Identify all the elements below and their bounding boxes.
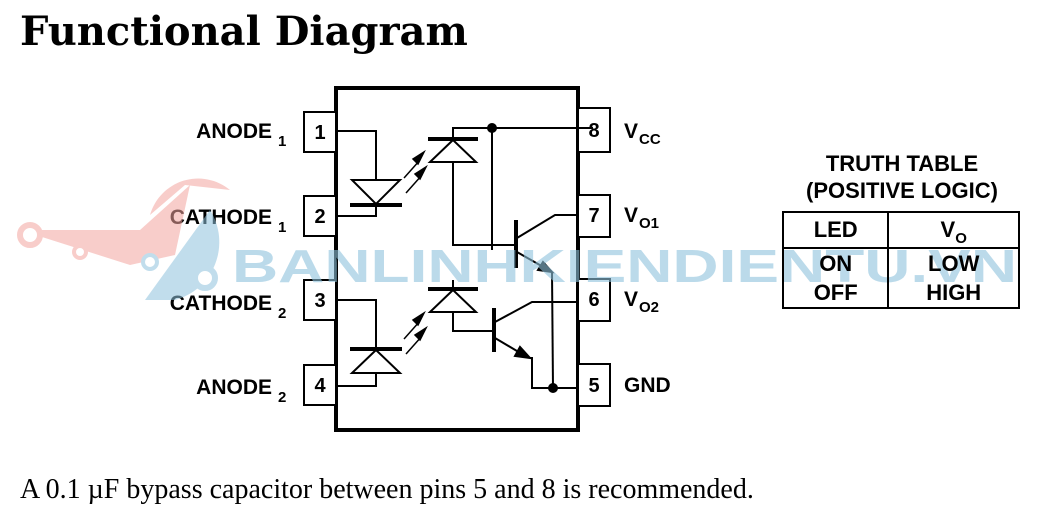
led-2 [336, 299, 403, 387]
photodiode-1 [427, 127, 593, 246]
pin-3-label: CATHODE [170, 292, 272, 315]
led-1 [336, 130, 403, 217]
cell-led: OFF [781, 278, 890, 309]
pin-1-subscript: 1 [278, 133, 286, 150]
cell-led: ON [781, 248, 890, 278]
pin-8: 8 [577, 107, 611, 153]
header-vo-main: V [940, 217, 956, 242]
header-vo: VO [887, 211, 1020, 249]
pin-2: 2 [303, 195, 337, 237]
table-row: ON LOW [781, 248, 1020, 278]
pin-2-label: CATHODE [170, 206, 272, 229]
pin-4-subscript: 2 [278, 389, 286, 406]
light-arrows-1 [403, 149, 428, 194]
page-title: Functional Diagram [20, 8, 468, 55]
pin-3-number: 3 [314, 290, 325, 312]
junction-gnd [548, 383, 558, 393]
photodiode-2 [427, 280, 494, 332]
pin-7-subscript: O1 [639, 215, 659, 232]
pin-4-label: ANODE [196, 376, 272, 399]
pin-1: 1 [303, 111, 337, 153]
pin-7: 7 [577, 194, 611, 238]
truth-table-header: LED VO [781, 211, 1020, 249]
pin-7-number: 7 [588, 205, 599, 227]
light-arrows-2 [403, 310, 428, 355]
pin-1-label: ANODE [196, 120, 272, 143]
pin-7-label: V [624, 204, 638, 227]
pin-4-number: 4 [314, 375, 326, 397]
pin-8-label: V [624, 120, 638, 143]
pin-5: 5 [577, 363, 611, 407]
truth-table: LED VO ON LOW OFF HIGH [781, 211, 1020, 309]
pin-5-label: GND [624, 374, 671, 397]
pin-6-number: 6 [588, 289, 599, 311]
truth-table-title: TRUTH TABLE (POSITIVE LOGIC) [782, 150, 1022, 204]
header-vo-subscript: O [955, 230, 967, 247]
transistor-1 [514, 214, 578, 389]
pin-2-number: 2 [314, 206, 325, 228]
pin-8-subscript: CC [639, 131, 661, 148]
pin-2-subscript: 1 [278, 219, 286, 236]
cell-vo: LOW [887, 248, 1020, 278]
pin-8-number: 8 [588, 120, 599, 142]
pin-3: 3 [303, 279, 337, 321]
ic-package-outline [334, 86, 580, 432]
pin-6-label: V [624, 288, 638, 311]
truth-table-title-line1: TRUTH TABLE [825, 151, 979, 176]
footnote: A 0.1 µF bypass capacitor between pins 5… [20, 474, 754, 505]
truth-table-title-line2: (POSITIVE LOGIC) [806, 178, 998, 203]
transistor-2 [492, 301, 578, 389]
pin-5-number: 5 [588, 375, 599, 397]
pin-1-number: 1 [314, 122, 325, 144]
pin-6-subscript: O2 [639, 299, 659, 316]
header-led: LED [781, 211, 890, 249]
pin-4: 4 [303, 364, 337, 406]
pin-6: 6 [577, 278, 611, 322]
pin-3-subscript: 2 [278, 305, 286, 322]
table-row: OFF HIGH [781, 278, 1020, 309]
cell-vo: HIGH [887, 278, 1020, 309]
